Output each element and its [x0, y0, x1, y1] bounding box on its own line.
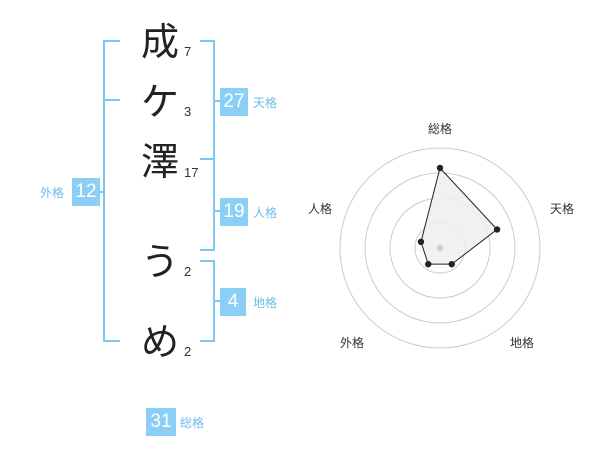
radar-point-5 [417, 238, 425, 246]
chikaku-value-badge: 4 [220, 288, 246, 316]
radar-point-1 [436, 164, 444, 172]
name-char-3: 澤 [140, 140, 179, 184]
bracket-lines [98, 40, 220, 342]
radar-point-4 [425, 260, 432, 268]
jinkaku-label: 人格 [253, 206, 278, 220]
tenkaku-value-badge: 27 [220, 88, 248, 116]
name-char-2: ケ [140, 80, 179, 124]
radar-axis-label-gaikaku: 外格 [340, 336, 365, 350]
radar-point-3 [448, 260, 455, 268]
stroke-count-4: 2 [184, 264, 192, 279]
radar-axis-label-tenkaku: 天格 [550, 202, 575, 216]
chikaku-label: 地格 [253, 296, 278, 310]
tenkaku-label: 天格 [253, 96, 278, 110]
soukaku-value-badge: 31 [146, 408, 176, 436]
radar-polygon [420, 166, 498, 265]
name-char-4: う [140, 240, 179, 284]
stroke-count-3: 17 [184, 165, 199, 180]
name-char-5: め [140, 320, 179, 364]
name-char-1: 成 [140, 20, 179, 64]
stroke-count-1: 7 [184, 44, 192, 59]
radar-axis-label-jinkaku: 人格 [308, 202, 333, 216]
jinkaku-bracket [200, 158, 215, 251]
gaikaku-value-badge: 12 [72, 178, 100, 206]
radar-axis-label-soukaku: 総格 [428, 122, 453, 136]
jinkaku-value-badge: 19 [220, 198, 248, 226]
stroke-count-2: 3 [184, 104, 192, 119]
soukaku-label: 総格 [180, 416, 205, 430]
radar-point-2 [493, 226, 501, 233]
stroke-count-5: 2 [184, 344, 192, 359]
gaikaku-label: 外格 [40, 186, 65, 200]
radar-grid-ring-4 [339, 147, 541, 349]
gaikaku-bracket [103, 40, 120, 342]
radar-chart [339, 147, 541, 349]
radar-center-dot [437, 245, 443, 251]
radar-axis-label-chikaku: 地格 [510, 336, 535, 350]
